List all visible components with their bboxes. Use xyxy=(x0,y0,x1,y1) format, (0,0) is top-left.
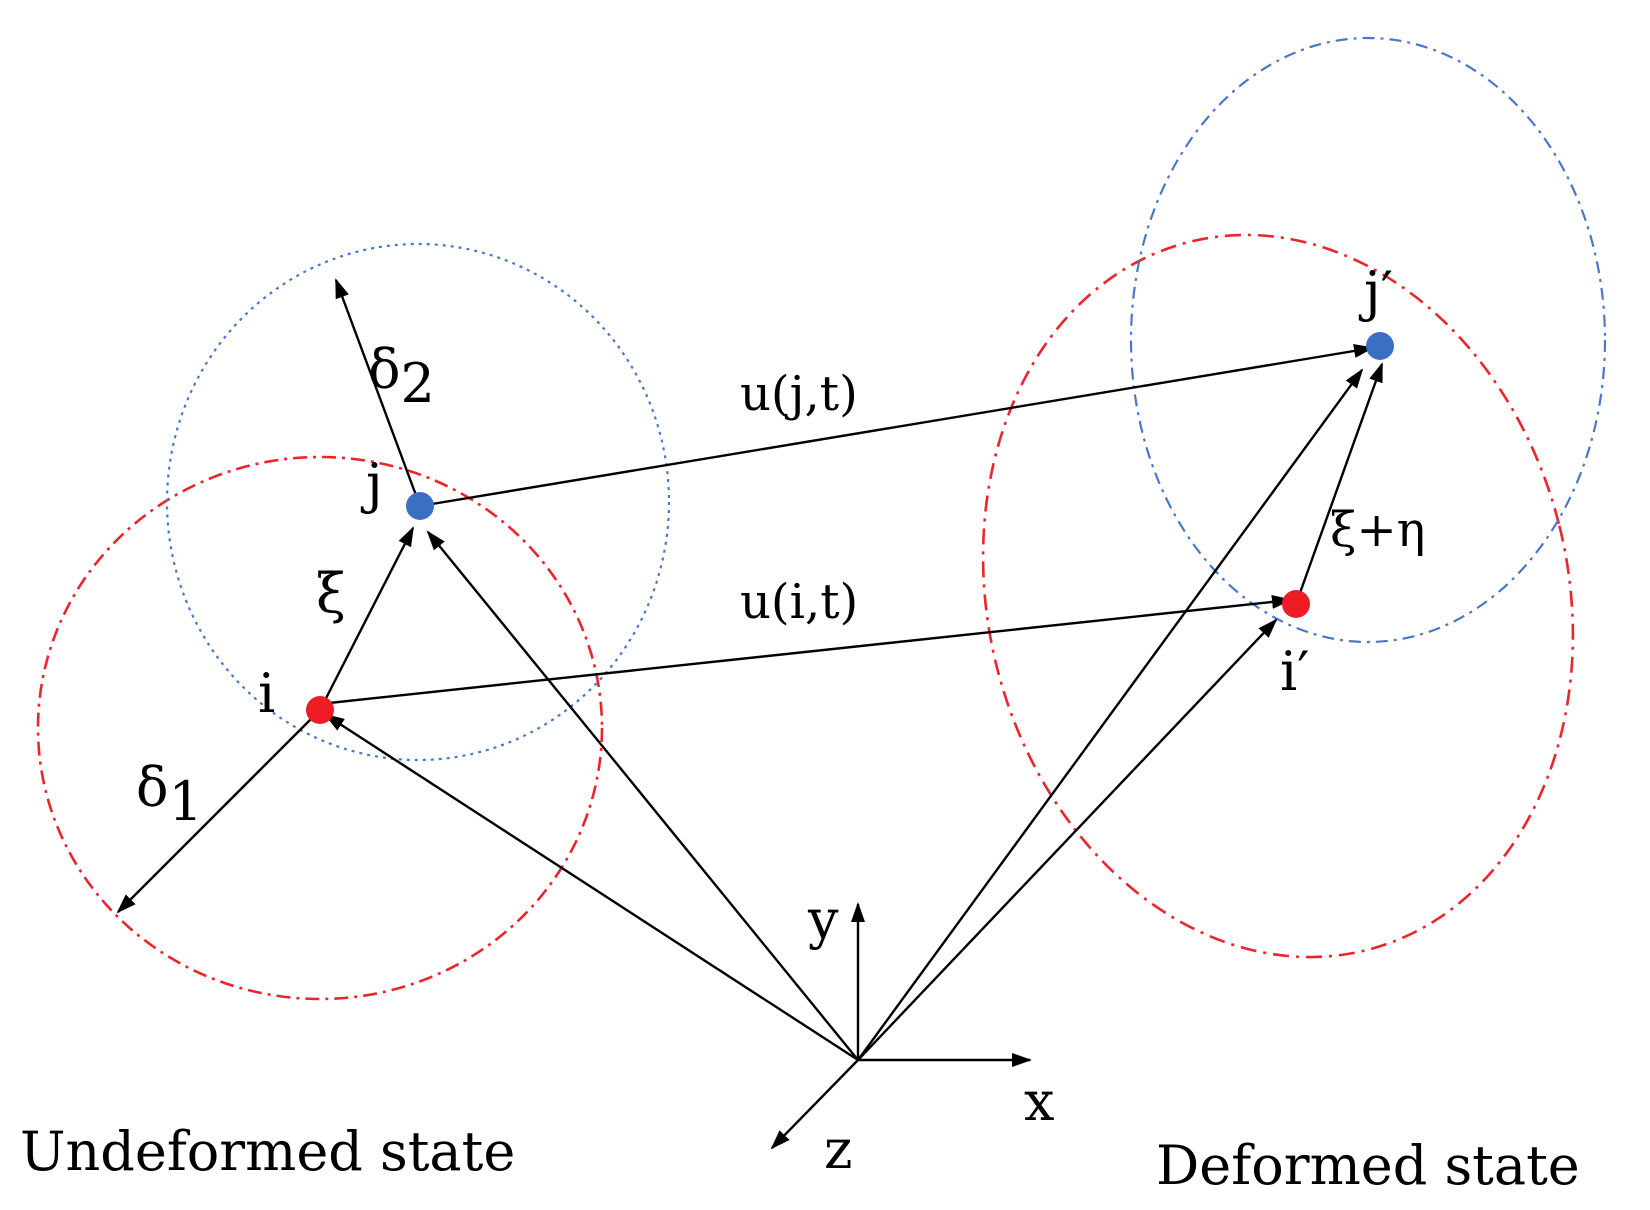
label-point-i: i xyxy=(258,662,275,725)
undeformed-horizon-circle-j xyxy=(165,242,671,762)
label-delta2-subscript: 2 xyxy=(401,352,435,415)
horizon-radius-delta1 xyxy=(116,709,321,914)
deformed-horizon-circle-i xyxy=(981,233,1575,959)
bond-vector-xi xyxy=(318,526,415,711)
undeformed-horizon-circle-i xyxy=(36,455,604,1001)
label-delta1: δ1 xyxy=(136,756,203,833)
label-point-i-prime: i′ xyxy=(1280,640,1310,703)
displacement-vector-u-i xyxy=(319,594,1292,706)
position-vector-j-prime xyxy=(857,368,1364,1061)
position-vector-i xyxy=(324,713,859,1062)
label-axis-x: x xyxy=(1024,1070,1054,1133)
caption-undeformed-state: Undeformed state xyxy=(20,1120,515,1183)
label-delta1-symbol: δ xyxy=(136,756,169,819)
label-delta2-symbol: δ xyxy=(368,338,401,401)
label-u-j: u(j,t) xyxy=(740,366,858,422)
label-delta2: δ2 xyxy=(368,338,435,415)
label-axis-y: y xyxy=(807,888,839,951)
point-i-prime xyxy=(1282,590,1310,618)
deformed-horizon-circle-j xyxy=(1129,36,1607,644)
label-xi-eta: ξ+η xyxy=(1330,502,1425,558)
label-u-i: u(i,t) xyxy=(740,574,858,630)
caption-deformed-state: Deformed state xyxy=(1156,1134,1580,1197)
label-point-j-prime: j′ xyxy=(1358,260,1393,323)
label-axis-z: z xyxy=(824,1118,852,1181)
position-vector-j xyxy=(426,530,859,1061)
point-j xyxy=(406,492,434,520)
axis-z xyxy=(770,1059,859,1150)
displacement-vector-u-j xyxy=(419,344,1374,508)
label-point-j: j xyxy=(360,452,383,515)
label-xi: ξ xyxy=(316,562,346,625)
point-i xyxy=(306,696,334,724)
horizon-radius-delta2 xyxy=(334,278,422,507)
position-vector-i-prime xyxy=(857,618,1278,1061)
bond-vector-xi-eta xyxy=(1294,362,1384,605)
label-delta1-subscript: 1 xyxy=(169,770,203,833)
point-j-prime xyxy=(1366,332,1394,360)
